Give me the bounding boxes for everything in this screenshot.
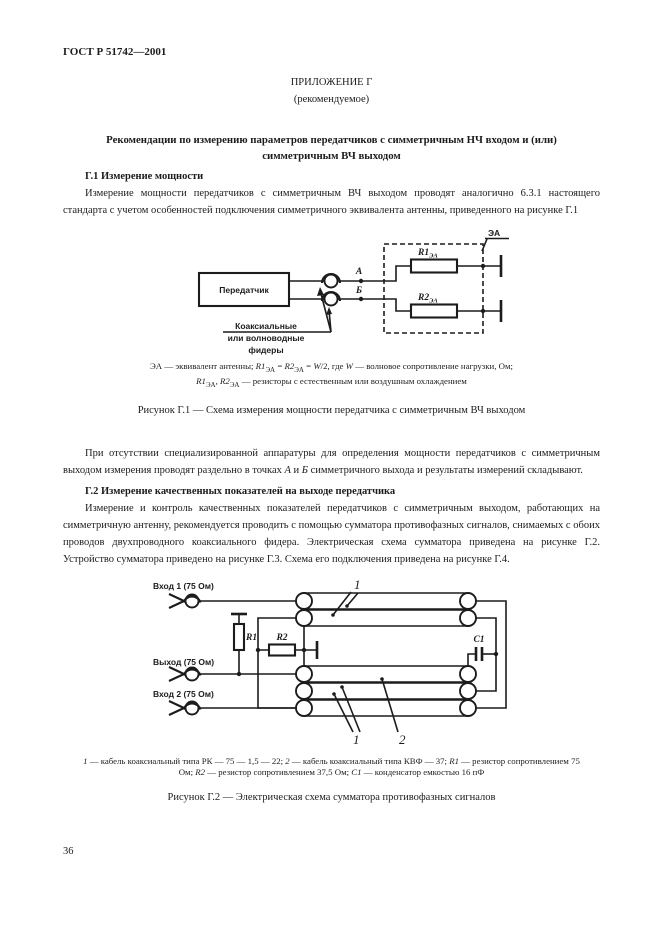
- coax-feeder-symbol-bottom: [320, 290, 342, 307]
- section-g2-paragraph-1: Измерение и контроль качественных показа…: [63, 502, 600, 565]
- feeders-label-line2: или волноводные: [228, 333, 305, 343]
- left-frame-loop: [257, 616, 296, 709]
- figure-g2-caption: Рисунок Г.2 — Электрическая схема суммат…: [167, 791, 496, 803]
- standard-number: ГОСТ Р 51742—2001: [63, 46, 167, 58]
- figure-g2: Вход 1 (75 Ом) Выход (75 Ом) Вход 2 (75 …: [151, 576, 600, 754]
- r1-label: R1: [245, 633, 257, 643]
- callout-dot: [340, 684, 344, 689]
- cable-end-rings: [295, 591, 477, 717]
- resistor-r1: [232, 622, 246, 651]
- cable5-tube: [304, 698, 468, 717]
- point-b-dot: [358, 296, 364, 302]
- figure-g1-legend-line1: ЭА — эквивалент антенны; R1ЭА = R2ЭА = W…: [149, 361, 513, 374]
- callout-1-top: 1: [354, 577, 361, 592]
- c1-label: С1: [473, 635, 484, 645]
- right-loop-outer: [476, 599, 507, 709]
- input1-connector: [168, 592, 202, 609]
- callout-dot: [345, 603, 349, 608]
- capacitor-c1: [474, 646, 484, 661]
- appendix-title: ПРИЛОЖЕНИЕ Г: [290, 77, 373, 88]
- callout-1-bottom: 1: [353, 732, 360, 747]
- c1-left-lead: [467, 652, 476, 666]
- output-label: Выход (75 Ом): [153, 657, 214, 667]
- feeders-label-line1: Коаксиальные: [235, 321, 297, 331]
- figure-g2-schematic: Вход 1 (75 Ом) Выход (75 Ом) Вход 2 (75 …: [153, 577, 507, 747]
- input2-connector: [168, 699, 202, 716]
- figure-g1: Передатчик А Б R1ЭА R2ЭА: [171, 223, 600, 359]
- cable4-tube: [304, 681, 468, 700]
- resistor-r2ea-label: R2ЭА: [417, 293, 438, 305]
- cable-tubes: [304, 591, 468, 717]
- feeders-arrowhead-top: [317, 287, 324, 296]
- cable1-tube: [304, 591, 468, 610]
- resistor-r1ea-label: R1ЭА: [417, 248, 438, 260]
- input2-label: Вход 2 (75 Ом): [153, 689, 214, 699]
- figure-g1-legend: ЭА — эквивалент антенны; R1ЭА = R2ЭА = W…: [79, 361, 584, 392]
- wire-a: [289, 265, 411, 282]
- figure-g2-legend: 1 — кабель коаксиальный типа РК — 75 — 1…: [83, 755, 580, 778]
- page-number: 36: [63, 846, 74, 857]
- c1-node: [493, 651, 499, 656]
- transmitter-label: Передатчик: [219, 285, 269, 295]
- r2-right-node: [301, 647, 307, 652]
- callout-dot: [331, 612, 335, 617]
- callout-1-top-leaders: [332, 591, 359, 615]
- antenna-equivalent-dashed-box: [383, 243, 484, 334]
- output-connector: [168, 665, 202, 682]
- r1-output-node: [236, 671, 242, 676]
- callout-dot: [332, 691, 336, 696]
- point-b-label: Б: [355, 286, 362, 296]
- callout-2-leader: [381, 678, 399, 732]
- ea-callout-leader: [481, 238, 488, 252]
- callout-dot: [380, 676, 384, 681]
- resistor-r1ea: [409, 258, 459, 274]
- point-a-dot: [358, 278, 364, 284]
- resistor-r2: [267, 642, 297, 657]
- callout-2: 2: [399, 732, 406, 747]
- point-a-label: А: [355, 267, 362, 277]
- section-g1-heading: Г.1 Измерение мощности: [85, 171, 204, 182]
- feeders-label-line3: фидеры: [248, 345, 283, 355]
- section-g1-paragraph-1: Измерение мощности передатчиков с симмет…: [63, 188, 600, 216]
- section-g1-paragraph-2: При отсутствии специализированной аппара…: [63, 447, 600, 476]
- coax-feeder-symbol-top: [320, 272, 342, 289]
- feeders-arrowhead-bottom: [326, 307, 332, 315]
- main-title: Рекомендации по измерению параметров пер…: [63, 132, 600, 164]
- callout-1-bottom-leaders: [333, 686, 361, 732]
- r2-label: R2: [275, 633, 287, 643]
- cable2-tube: [304, 608, 468, 627]
- wire-b: [289, 298, 411, 312]
- input1-label: Вход 1 (75 Ом): [153, 581, 214, 591]
- border-node-bottom: [480, 308, 486, 314]
- main-title-line2: симметричным ВЧ выходом: [262, 150, 401, 162]
- resistor-r2ea: [409, 303, 459, 319]
- transmitter-box: [197, 271, 291, 308]
- main-title-line1: Рекомендации по измерению параметров пер…: [106, 134, 557, 146]
- appendix-note: (рекомендуемое): [293, 94, 370, 105]
- cable3-tube: [304, 664, 468, 683]
- figure-g1-schematic: Передатчик А Б R1ЭА R2ЭА: [197, 228, 509, 355]
- section-g2-heading: Г.2 Измерение качественных показателей н…: [85, 485, 396, 497]
- figure-g1-legend-line2: R1ЭА, R2ЭА — резисторы с естественным ил…: [196, 376, 467, 389]
- ea-callout-label: ЭА: [488, 228, 500, 238]
- figure-g1-caption: Рисунок Г.1 — Схема измерения мощности п…: [137, 404, 526, 416]
- border-node-top: [480, 263, 486, 269]
- feeders-leader-top: [319, 289, 332, 333]
